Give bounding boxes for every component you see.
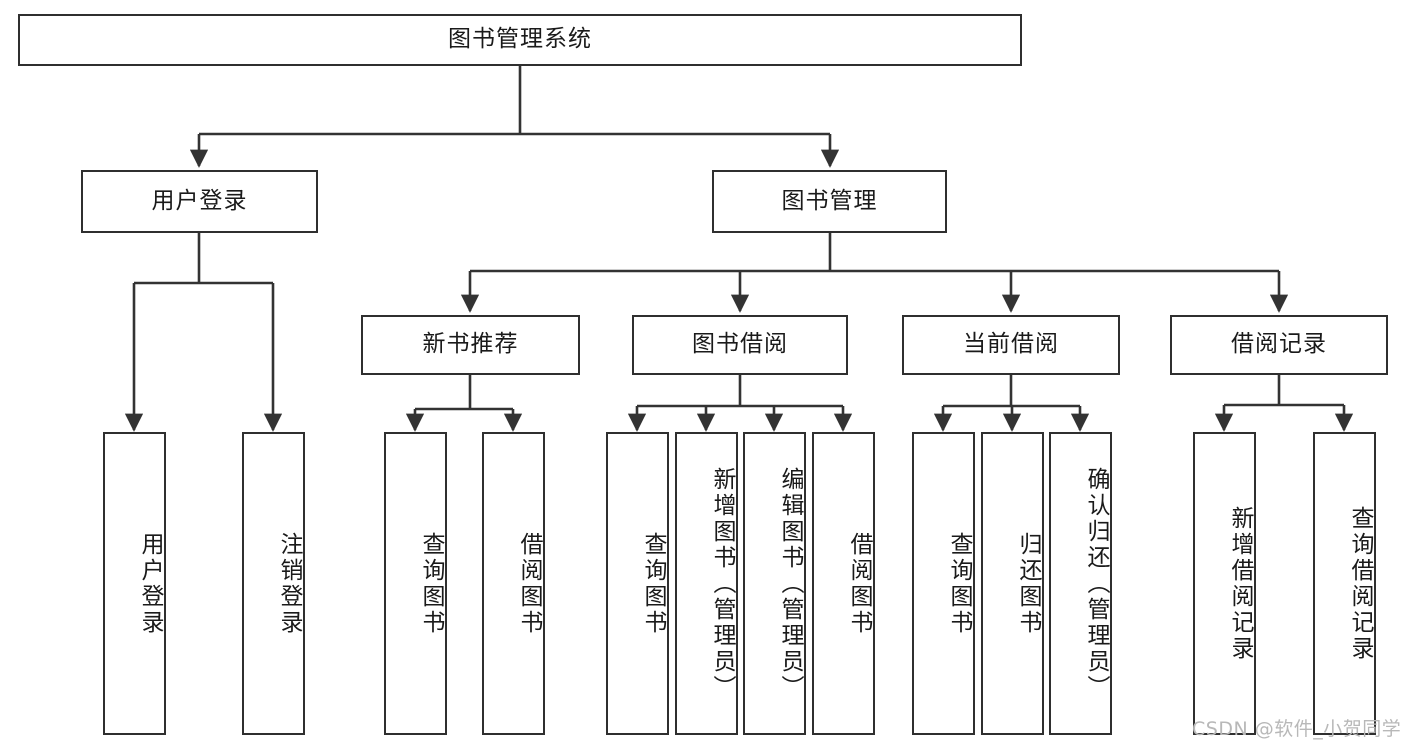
node-leaf-logout-login-label: 注销登录 bbox=[276, 531, 302, 636]
node-root-label: 图书管理系统 bbox=[448, 26, 592, 53]
node-leaf-user-login-label: 用户登录 bbox=[137, 531, 163, 636]
node-book-borrow[interactable]: 图书借阅 bbox=[632, 315, 848, 375]
node-book-borrow-label: 图书借阅 bbox=[692, 331, 788, 358]
node-leaf-query-book-2[interactable]: 查询图书 bbox=[606, 432, 669, 735]
node-leaf-confirm-return[interactable]: 确认归还（管理员） bbox=[1049, 432, 1112, 735]
node-borrow-record-label: 借阅记录 bbox=[1231, 331, 1327, 358]
node-leaf-query-book-2-label: 查询图书 bbox=[640, 531, 666, 636]
node-leaf-borrow-book-2[interactable]: 借阅图书 bbox=[812, 432, 875, 735]
node-leaf-return-book[interactable]: 归还图书 bbox=[981, 432, 1044, 735]
node-book-manage-label: 图书管理 bbox=[781, 187, 878, 214]
node-leaf-query-record-label: 查询借阅记录 bbox=[1347, 505, 1373, 662]
node-leaf-add-record-label: 新增借阅记录 bbox=[1227, 505, 1253, 662]
node-leaf-confirm-return-label: 确认归还（管理员） bbox=[1083, 466, 1109, 701]
node-borrow-record[interactable]: 借阅记录 bbox=[1170, 315, 1388, 375]
node-leaf-edit-book[interactable]: 编辑图书（管理员） bbox=[743, 432, 806, 735]
node-leaf-user-login[interactable]: 用户登录 bbox=[103, 432, 166, 735]
node-leaf-logout-login[interactable]: 注销登录 bbox=[242, 432, 305, 735]
node-user-login[interactable]: 用户登录 bbox=[81, 170, 318, 233]
node-new-book-recommend-label: 新书推荐 bbox=[422, 331, 519, 358]
csdn-watermark: CSDN @软件_小贺同学 bbox=[1192, 718, 1402, 740]
node-leaf-query-book-1[interactable]: 查询图书 bbox=[384, 432, 447, 735]
node-leaf-query-book-3[interactable]: 查询图书 bbox=[912, 432, 975, 735]
node-leaf-query-book-3-label: 查询图书 bbox=[946, 531, 972, 636]
node-leaf-edit-book-label: 编辑图书（管理员） bbox=[777, 466, 803, 701]
node-book-manage[interactable]: 图书管理 bbox=[712, 170, 947, 233]
node-new-book-recommend[interactable]: 新书推荐 bbox=[361, 315, 580, 375]
node-leaf-query-record[interactable]: 查询借阅记录 bbox=[1313, 432, 1376, 735]
node-leaf-borrow-book-1-label: 借阅图书 bbox=[516, 531, 542, 636]
node-leaf-add-record[interactable]: 新增借阅记录 bbox=[1193, 432, 1256, 735]
node-leaf-add-book-label: 新增图书（管理员） bbox=[709, 466, 735, 701]
node-leaf-return-book-label: 归还图书 bbox=[1015, 531, 1041, 636]
node-user-login-label: 用户登录 bbox=[151, 187, 248, 214]
node-current-borrow-label: 当前借阅 bbox=[963, 331, 1059, 358]
node-current-borrow[interactable]: 当前借阅 bbox=[902, 315, 1120, 375]
node-root[interactable]: 图书管理系统 bbox=[18, 14, 1022, 66]
node-leaf-add-book[interactable]: 新增图书（管理员） bbox=[675, 432, 738, 735]
node-leaf-borrow-book-2-label: 借阅图书 bbox=[846, 531, 872, 636]
node-leaf-query-book-1-label: 查询图书 bbox=[418, 531, 444, 636]
node-leaf-borrow-book-1[interactable]: 借阅图书 bbox=[482, 432, 545, 735]
